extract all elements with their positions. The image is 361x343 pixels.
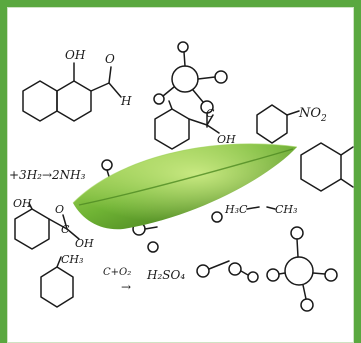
oh-label-naphthol: OH bbox=[65, 48, 86, 62]
h3c-label: H₃C bbox=[224, 203, 248, 216]
h2so4-label: H₂SO₄ bbox=[146, 268, 185, 282]
h-label-naphthol: H bbox=[120, 94, 132, 108]
o-label-left: O bbox=[55, 203, 64, 216]
sketch-canvas: OH O H bbox=[9, 41, 354, 312]
oh-label-left: OH bbox=[13, 197, 32, 210]
benzene-carboxyl-molecule bbox=[154, 100, 220, 150]
ball-stick-molecule-top bbox=[153, 41, 228, 128]
dumbbell-molecule bbox=[196, 260, 259, 283]
no2-label: NO2 bbox=[298, 106, 327, 124]
ball-stick-molecule-bottom bbox=[266, 226, 338, 312]
nitrobenzene-molecule bbox=[256, 104, 300, 144]
oh-label-carboxyl: OH bbox=[217, 133, 236, 146]
chemistry-illustration: OH O H bbox=[7, 7, 354, 343]
co2-label: C+O₂ bbox=[103, 267, 131, 278]
green-leaf bbox=[72, 143, 298, 230]
benzene-ring-right bbox=[300, 142, 354, 192]
ch3-label-left: CH₃ bbox=[61, 253, 83, 266]
reaction-equation: +3H₂→2NH₃ bbox=[9, 168, 86, 182]
ch3-label-right: CH₃ bbox=[275, 203, 297, 216]
toluene-molecule bbox=[40, 256, 74, 308]
oh-label-left-2: OH bbox=[75, 237, 94, 250]
c-label-carboxyl: C bbox=[206, 107, 215, 120]
arrow-label: → bbox=[121, 280, 131, 294]
o-label-naphthol: O bbox=[105, 52, 115, 66]
atom-o-mid bbox=[211, 211, 223, 223]
bond-ch3 bbox=[266, 206, 276, 210]
c-label-left: C bbox=[61, 223, 70, 236]
bond-h3c bbox=[246, 206, 260, 210]
naphthalene-ring-molecule bbox=[22, 62, 122, 122]
salicylic-molecule bbox=[14, 202, 80, 250]
